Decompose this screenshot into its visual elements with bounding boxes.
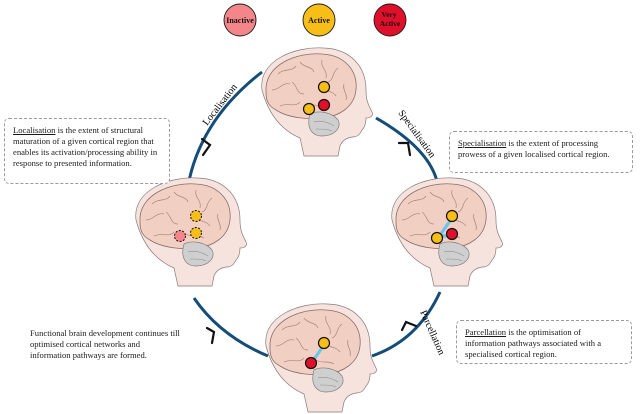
label-parcellation: Parcellation [417, 309, 446, 357]
region-active [445, 209, 459, 223]
arc-localisation [186, 70, 263, 187]
cycle-arrowheads [200, 137, 418, 345]
region-active [317, 336, 331, 350]
region-very-active [317, 98, 331, 112]
legend-inactive-swatch [223, 3, 257, 37]
legend-very-active-swatch [373, 3, 407, 37]
arrowhead-icon [400, 320, 418, 332]
legend-inactive-label: Inactive [226, 16, 254, 25]
label-localisation: Localisation [201, 82, 240, 128]
legend-very-active-line: Active [380, 19, 401, 28]
legend-very-active-label: Very Active [380, 10, 401, 28]
legend-active-label: Active [308, 16, 330, 25]
specialisation-box: Specialisation is the extent of processi… [449, 131, 633, 173]
region-active [430, 231, 444, 245]
localisation-text: is the extent of structural maturation o… [13, 125, 158, 168]
arc-development [192, 297, 269, 358]
parcellation-box: Parcellation is the optimisation of info… [456, 320, 632, 364]
legend: Inactive Active Very Active [223, 3, 407, 37]
brain-top [261, 47, 373, 157]
legend-active-swatch [302, 3, 336, 37]
localisation-box: Localisation is the extent of structural… [4, 118, 170, 184]
localisation-term: Localisation [13, 125, 56, 135]
specialisation-term: Specialisation [458, 138, 507, 148]
brain-left [135, 177, 247, 287]
arc-parcellation [371, 291, 442, 358]
arrowhead-icon [397, 141, 412, 157]
region-active-emerging [190, 210, 202, 222]
parcellation-term: Parcellation [465, 327, 507, 337]
development-note: Functional brain development continues t… [30, 328, 180, 360]
region-active-emerging [190, 227, 202, 239]
region-active [317, 80, 331, 94]
specialisation-text: is the extent of processing prowess of a… [458, 138, 610, 159]
region-active [302, 102, 316, 116]
brain-right [391, 177, 503, 287]
arrowhead-icon [205, 326, 216, 345]
region-very-active [445, 227, 459, 241]
arrowhead-icon [200, 137, 212, 157]
parcellation-text: is the optimisation of information pathw… [465, 327, 602, 359]
region-inactive [174, 230, 186, 242]
brain-bottom [265, 303, 377, 413]
region-very-active [304, 356, 318, 370]
legend-very-active-line: Very [381, 10, 396, 19]
